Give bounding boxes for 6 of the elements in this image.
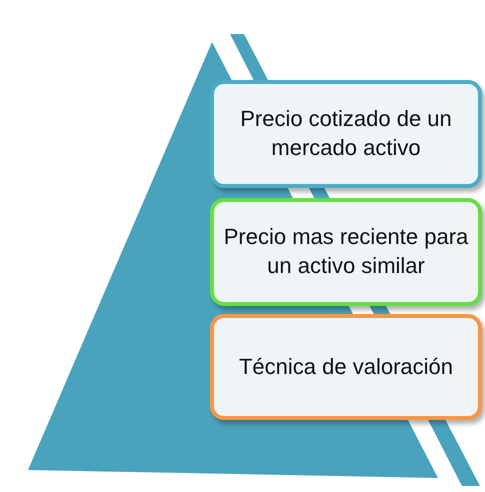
- level-box: [210, 314, 482, 420]
- box-label: Técnica de valoración: [238, 352, 454, 381]
- level-box: [210, 198, 482, 306]
- level-box: [210, 80, 482, 188]
- box-label: Precio mas reciente para un activo similar: [222, 223, 470, 280]
- box-label: Precio cotizado de un mercado activo: [239, 105, 453, 162]
